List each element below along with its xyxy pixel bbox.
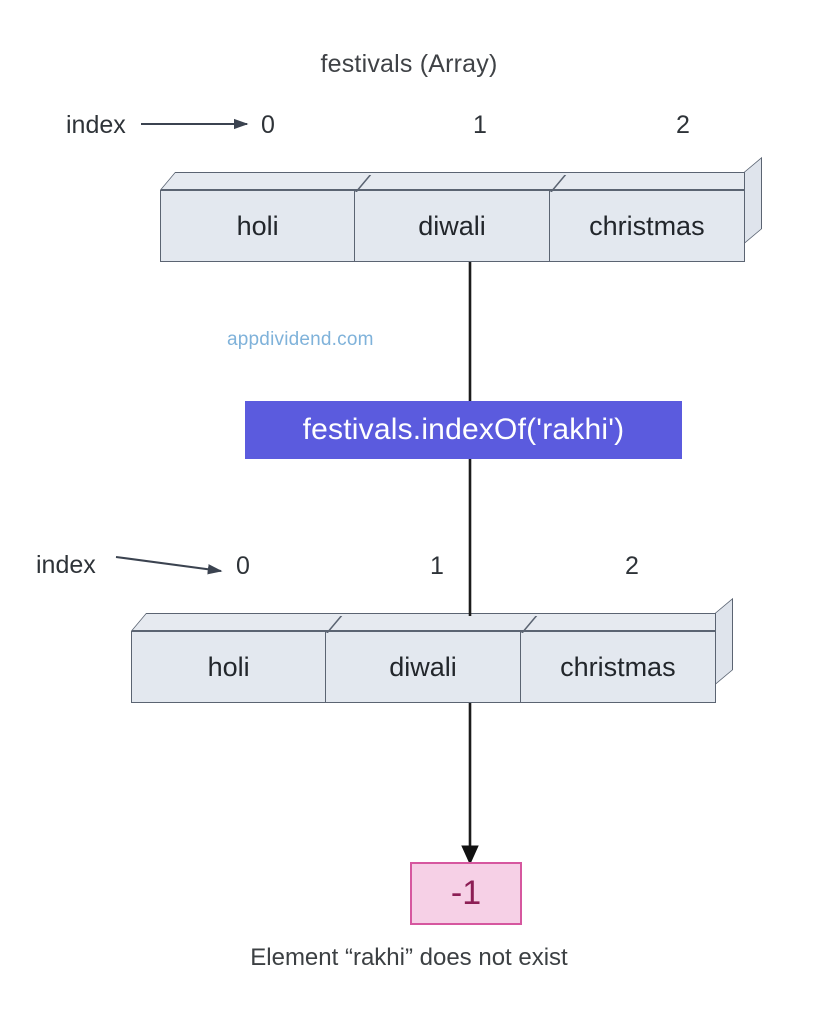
array-box-row2-top-face [131,613,732,631]
array-cell-row1-0[interactable]: holi [161,191,356,261]
array-cell-row2-2[interactable]: christmas [520,632,715,702]
array-cell-row1-2[interactable]: christmas [549,191,744,261]
caption-text: Element “rakhi” does not exist [250,944,568,971]
index-number-row2-1: 1 [430,552,444,580]
index-label-row2: index [36,551,96,579]
array-box-row2-front-face: holi diwali christmas [131,631,716,703]
page-title: festivals (Array) [320,50,498,78]
index-number-row1-0: 0 [261,111,275,139]
index-number-row2-2: 2 [625,552,639,580]
watermark: appdividend.com [227,329,374,350]
method-call-box[interactable]: festivals.indexOf('rakhi') [245,401,682,459]
index-number-row1-2: 2 [676,111,690,139]
result-box: -1 [410,862,522,925]
index-number-row2-0: 0 [236,552,250,580]
array-cell-row1-1[interactable]: diwali [355,191,550,261]
array-cell-row2-0[interactable]: holi [132,632,327,702]
array-box-row1-top-face [160,172,761,190]
arrow-right-icon-row2 [115,555,223,575]
array-box-row1-front-face: holi diwali christmas [160,190,745,262]
array-box-row1: holi diwali christmas [160,156,785,262]
array-box-row2-side-face [715,597,733,685]
index-number-row1-1: 1 [473,111,487,139]
array-box-row2: holi diwali christmas [131,597,756,703]
array-cell-row2-1[interactable]: diwali [326,632,521,702]
index-label-row1: index [66,111,126,139]
array-box-row1-side-face [744,156,762,244]
